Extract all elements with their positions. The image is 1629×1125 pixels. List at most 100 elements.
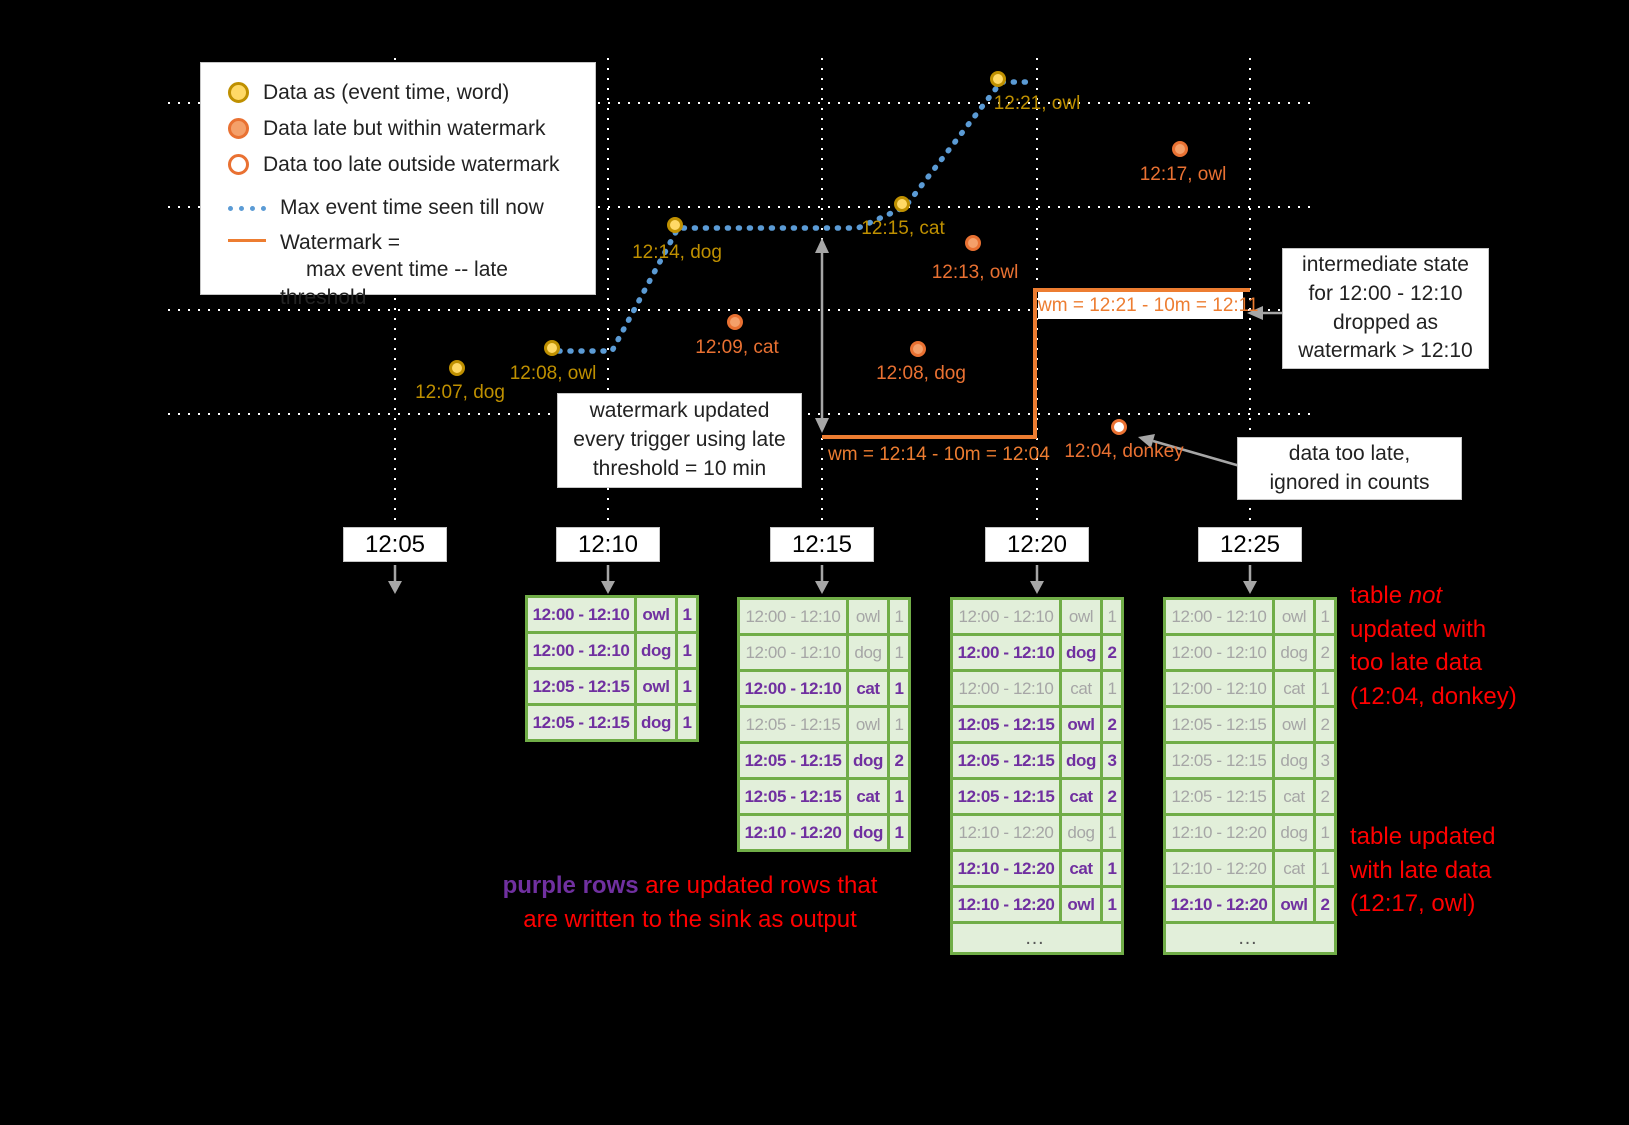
legend-item-ontime: Data as (event time, word): [228, 78, 595, 107]
cell-count: 3: [1316, 744, 1334, 777]
time-label-1225: 12:25: [1198, 527, 1302, 562]
legend-label: Data as (event time, word): [263, 80, 510, 104]
cell-window: 12:10 - 12:20: [953, 816, 1059, 849]
cell-word: dog: [1275, 744, 1313, 777]
cell-window: 12:00 - 12:10: [1166, 600, 1272, 633]
trigger-arrows: [388, 565, 1257, 594]
legend-label: Max event time seen till now: [280, 195, 544, 219]
updated-with-late-note: table updated with late data (12:17, owl…: [1350, 820, 1495, 921]
cell-word: owl: [849, 708, 887, 741]
cell-window: 12:05 - 12:15: [528, 706, 634, 739]
cell-window: 12:05 - 12:15: [953, 708, 1059, 741]
cell-count: 1: [890, 816, 908, 849]
cell-window: 12:00 - 12:10: [528, 634, 634, 667]
cell-count: 1: [890, 672, 908, 705]
data-point: [1172, 141, 1188, 157]
cell-window: 12:10 - 12:20: [953, 888, 1059, 921]
cell-word: cat: [849, 780, 887, 813]
cell-count: 1: [1103, 888, 1121, 921]
cell-count: 2: [1316, 708, 1334, 741]
cell-window: 12:00 - 12:10: [953, 600, 1059, 633]
ontime-dot-icon: [228, 82, 249, 103]
cell-count: 1: [1103, 672, 1121, 705]
note-text: table: [1350, 582, 1409, 609]
callout-line: for 12:00 - 12:10: [1308, 281, 1463, 305]
cell-word: dog: [1275, 636, 1313, 669]
legend-item-max-event-time: Max event time seen till now: [228, 193, 595, 222]
cell-count: 1: [1316, 816, 1334, 849]
data-point-label: 12:08, dog: [876, 363, 966, 384]
too-late-dot-icon: [228, 154, 249, 175]
cell-word: owl: [637, 670, 675, 703]
note-line: too late data: [1350, 649, 1483, 677]
time-label-1215: 12:15: [770, 527, 874, 562]
table-more-rows: …: [953, 924, 1121, 952]
cell-word: owl: [1062, 888, 1100, 921]
solid-line-icon: [228, 239, 266, 242]
note-line: (12:04, donkey): [1350, 682, 1517, 710]
cell-window: 12:10 - 12:20: [740, 816, 846, 849]
too-late-callout: data too late, ignored in counts: [1237, 437, 1462, 500]
cell-word: dog: [637, 634, 675, 667]
data-point-label: 12:04, donkey: [1064, 441, 1184, 462]
cell-count: 1: [1316, 600, 1334, 633]
cell-word: owl: [1062, 600, 1100, 633]
watermark-gap-arrow: [815, 238, 829, 433]
cell-window: 12:05 - 12:15: [528, 670, 634, 703]
watermark-label-line1: Watermark =: [280, 231, 400, 254]
cell-count: 2: [1103, 708, 1121, 741]
data-point-label: 12:21, owl: [993, 93, 1081, 114]
data-point: [1111, 419, 1127, 435]
data-point-label: 12:14, dog: [632, 242, 722, 263]
cell-window: 12:10 - 12:20: [1166, 852, 1272, 885]
cell-word: owl: [637, 598, 675, 631]
cell-word: cat: [1275, 672, 1313, 705]
note-line: (12:17, owl): [1350, 890, 1476, 918]
dotted-line-icon: [228, 206, 266, 211]
note-text: are updated rows that: [638, 872, 878, 899]
watermark-update-callout: watermark updated every trigger using la…: [557, 393, 802, 488]
cell-word: dog: [1062, 744, 1100, 777]
cell-window: 12:05 - 12:15: [1166, 708, 1272, 741]
data-point-label: 12:17, owl: [1139, 164, 1227, 185]
cell-count: 3: [1103, 744, 1121, 777]
cell-count: 1: [890, 636, 908, 669]
note-line: with late data: [1350, 856, 1492, 884]
note-line: table updated: [1350, 823, 1496, 850]
note-line: purple rows are updated rows that: [470, 869, 910, 903]
cell-count: 1: [1103, 816, 1121, 849]
cell-word: dog: [849, 636, 887, 669]
callout-line: ignored in counts: [1269, 470, 1430, 494]
cell-word: owl: [1275, 600, 1313, 633]
table-more-rows: …: [1166, 924, 1334, 952]
cell-window: 12:00 - 12:10: [740, 672, 846, 705]
cell-window: 12:05 - 12:15: [953, 780, 1059, 813]
data-point-label: 12:15, cat: [861, 218, 945, 239]
data-point-label: 12:13, owl: [931, 262, 1019, 283]
data-point: [965, 235, 981, 251]
data-point-label: 12:08, owl: [509, 363, 597, 384]
cell-word: owl: [1275, 888, 1313, 921]
cell-word: owl: [1275, 708, 1313, 741]
time-label-1210: 12:10: [556, 527, 660, 562]
legend-item-watermark: Watermark = max event time -- late thres…: [228, 229, 595, 311]
note-line: are written to the sink as output: [523, 905, 857, 933]
cell-count: 2: [1316, 780, 1334, 813]
cell-word: owl: [849, 600, 887, 633]
watermark-value-2: wm = 12:21 - 10m = 12:11: [1038, 292, 1258, 319]
cell-count: 1: [890, 600, 908, 633]
data-point: [667, 217, 683, 233]
time-label-1220: 12:20: [985, 527, 1089, 562]
max-event-time-line: [556, 79, 1037, 354]
legend-label: Data late but within watermark: [263, 116, 546, 140]
cell-window: 12:05 - 12:15: [740, 744, 846, 777]
callout-line: every trigger using late: [573, 428, 786, 452]
legend-item-too-late: Data too late outside watermark: [228, 150, 595, 179]
cell-window: 12:00 - 12:10: [740, 600, 846, 633]
legend: Data as (event time, word) Data late but…: [200, 62, 596, 309]
purple-rows-note: purple rows are updated rows that are wr…: [470, 869, 910, 936]
data-point: [727, 314, 743, 330]
